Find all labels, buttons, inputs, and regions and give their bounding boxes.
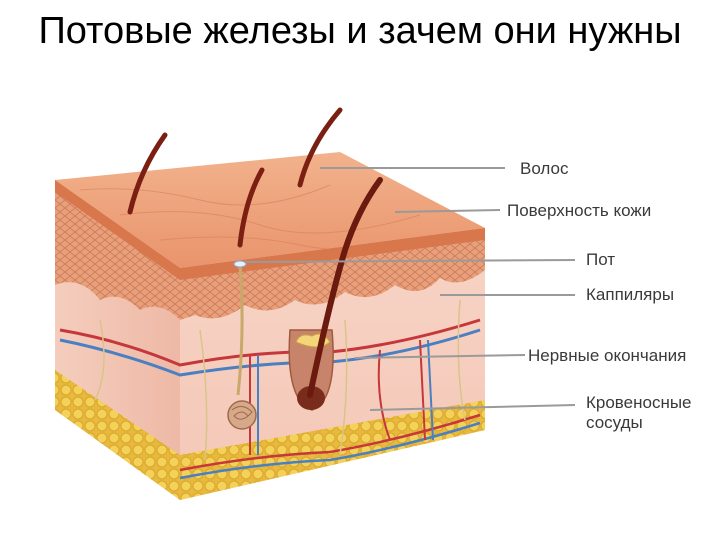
fat-layer-left [55,370,180,500]
pointer-blood-vessels [369,404,576,411]
blood-vessel-red [59,318,481,367]
slide-title: Потовые железы и зачем они нужны [38,10,682,52]
nerve-fibers [94,299,466,461]
label-capillaries: Каппиляры [586,285,675,304]
blood-vessel-blue [59,328,481,377]
sweat-pore [233,260,247,268]
label-blood-vessels: Кровеносные сосуды [586,393,692,432]
label-sweat: Пот [586,250,616,269]
hair-strand-4 [307,177,383,398]
fat-layer-right [180,400,485,500]
hair-strand-2 [237,167,265,248]
label-nerve-endings: Нервные окончания [528,346,687,365]
pointer-lines [244,167,576,411]
pointer-sweat [244,259,576,263]
pointer-skin-surface [394,209,501,213]
label-skin-surface: Поверхность кожи [507,201,652,220]
sweat-duct [236,264,244,396]
pointer-nerve-endings [354,354,526,359]
hair-strand-1 [127,132,168,215]
hair-strand-3 [297,107,343,188]
label-hair: Волос [520,159,569,178]
epidermis-right [180,228,485,320]
sweat-gland-coil [227,400,257,430]
epidermis-left [55,180,180,320]
